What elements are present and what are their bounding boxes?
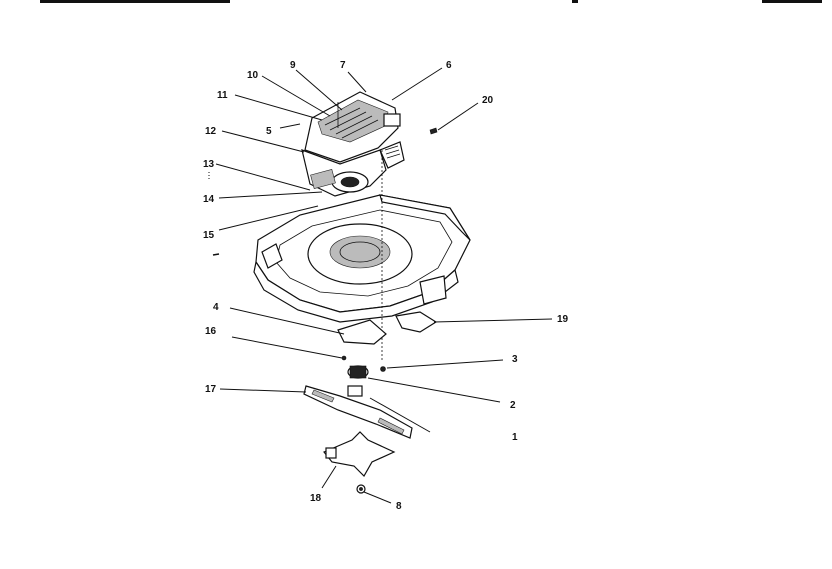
callout-6: 6 bbox=[446, 60, 452, 71]
callout-13: 13 bbox=[203, 159, 215, 170]
callout-14: 14 bbox=[203, 194, 215, 205]
engine-assembly bbox=[301, 91, 438, 197]
callout-1: 1 bbox=[512, 432, 518, 443]
header-remnant bbox=[40, 0, 822, 3]
callout-12: 12 bbox=[205, 126, 217, 137]
callout-10: 10 bbox=[247, 70, 259, 81]
leader-lines bbox=[208, 67, 553, 504]
callout-15: 15 bbox=[203, 230, 215, 241]
callout-17: 17 bbox=[205, 384, 217, 395]
callout-labels: 1 2 3 4 5 6 7 8 9 10 11 12 13 14 15 16 1… bbox=[203, 60, 569, 512]
callout-5: 5 bbox=[266, 126, 272, 137]
callout-3: 3 bbox=[512, 354, 518, 365]
callout-8: 8 bbox=[396, 501, 402, 512]
callout-18: 18 bbox=[310, 493, 322, 504]
callout-11: 11 bbox=[217, 90, 228, 101]
callout-2: 2 bbox=[510, 400, 516, 411]
mower-deck bbox=[212, 194, 471, 323]
accelerator-plate bbox=[323, 431, 396, 494]
blade bbox=[303, 385, 413, 439]
blade-mount-stack bbox=[337, 150, 438, 397]
callout-19: 19 bbox=[557, 314, 569, 325]
callout-16: 16 bbox=[205, 326, 217, 337]
callout-9: 9 bbox=[290, 60, 296, 71]
callout-4: 4 bbox=[213, 302, 219, 313]
callout-20: 20 bbox=[482, 95, 494, 106]
callout-7: 7 bbox=[340, 60, 346, 71]
